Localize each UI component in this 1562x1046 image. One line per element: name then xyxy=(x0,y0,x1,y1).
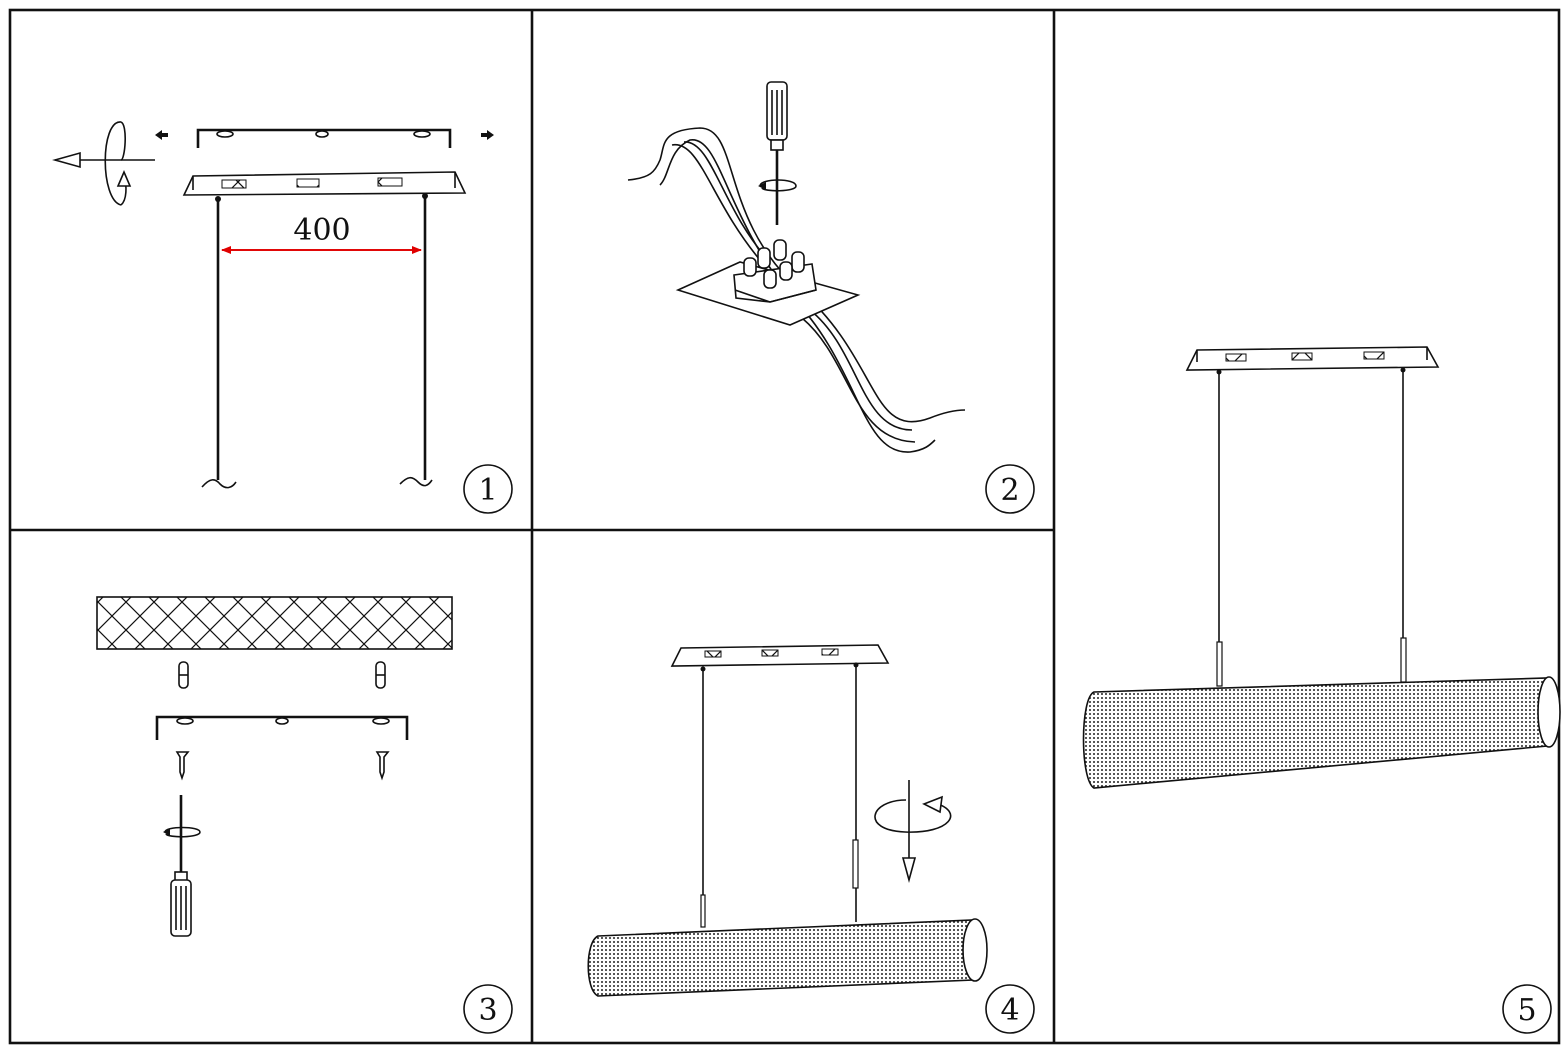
panel-1: 400 1 xyxy=(52,121,513,514)
step-badge-2: 2 xyxy=(985,464,1035,514)
terminal-block xyxy=(675,239,861,326)
rotate-arrow-icon xyxy=(52,121,155,206)
screw-icon xyxy=(175,751,390,781)
panel-4: 4 xyxy=(587,644,1035,1034)
mounting-bracket xyxy=(155,128,494,148)
step-number: 3 xyxy=(478,993,497,1028)
panel-5: 5 xyxy=(1082,346,1561,1034)
step-badge-3: 3 xyxy=(463,984,513,1034)
panel-3: 3 xyxy=(96,596,513,1034)
ceiling-surface xyxy=(96,596,453,650)
dimension-400: 400 xyxy=(221,213,422,254)
step-number: 4 xyxy=(1000,993,1019,1028)
step-number: 1 xyxy=(478,473,497,508)
panel-grid xyxy=(8,8,1561,1045)
suspension-cables xyxy=(201,197,433,489)
suspension-cables-4 xyxy=(700,666,859,928)
wall-anchor-icon xyxy=(178,661,386,689)
step-number: 5 xyxy=(1517,993,1536,1028)
tube-lamp-body-5 xyxy=(1082,676,1561,789)
panel-2: 2 xyxy=(627,81,1035,514)
step-badge-1: 1 xyxy=(463,464,513,514)
ceiling-canopy-5 xyxy=(1185,346,1440,375)
suspension-cables-5 xyxy=(1216,371,1407,687)
ceiling-canopy xyxy=(182,171,467,202)
dimension-label: 400 xyxy=(293,213,350,248)
tube-lamp-body-4 xyxy=(587,918,988,997)
step-number: 2 xyxy=(1000,473,1019,508)
step-badge-5: 5 xyxy=(1502,984,1552,1034)
screwdriver-icon-3 xyxy=(163,795,201,937)
step-badge-4: 4 xyxy=(985,984,1035,1034)
mounting-bracket-3 xyxy=(155,715,409,740)
rotate-arrow-icon-4 xyxy=(874,780,952,884)
slide-right-arrow-icon xyxy=(481,130,494,140)
ceiling-canopy-4 xyxy=(670,644,890,672)
slide-left-arrow-icon xyxy=(155,130,168,140)
screwdriver-icon xyxy=(758,81,797,225)
